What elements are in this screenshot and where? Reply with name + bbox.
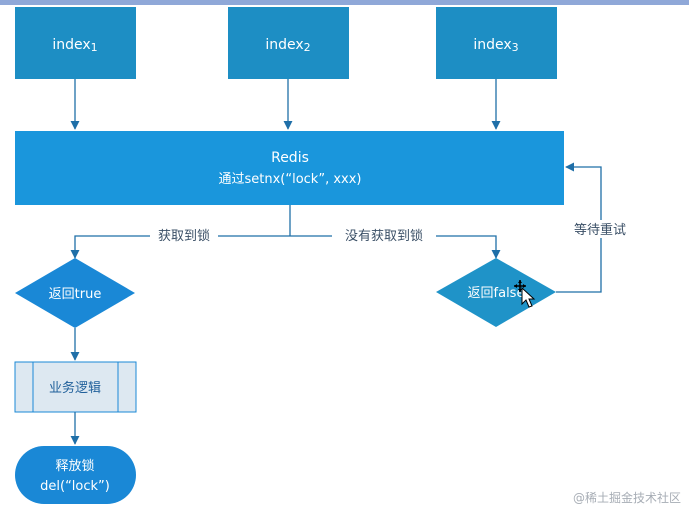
index3-label: index [473,37,511,53]
watermark-text: @稀土掘金技术社区 [573,490,681,505]
wait-retry-label: 等待重试 [574,222,626,238]
return-true-label: 返回true [49,287,102,302]
index2-label: index [265,37,303,53]
wait-retry-label-bg [565,220,635,238]
not-got-lock-label-bg [332,226,436,244]
got-lock-label-bg [150,226,218,244]
business-logic-label: 业务逻辑 [49,380,101,396]
svg-text:index2: index2 [265,37,310,54]
index2-node: index2 [228,7,349,79]
business-logic-node: 业务逻辑 [14,361,137,413]
arrow-got-lock [70,235,290,259]
redis-title: Redis [271,150,309,166]
top-window-strip [0,0,689,5]
svg-text:index3: index3 [473,37,518,54]
release-lock-label: 释放锁 [55,458,94,474]
index1-subscript: 1 [91,41,98,54]
index2-subscript: 2 [304,41,311,54]
return-false-decision: 返回false [436,258,556,327]
redis-command: 通过setnx(“lock”, xxx) [218,172,361,187]
not-got-lock-label: 没有获取到锁 [345,228,423,244]
index1-label: index [52,37,90,53]
index3-subscript: 3 [512,41,519,54]
release-lock-node: 释放锁 del(“lock”) [15,446,136,504]
redis-node: Redis 通过setnx(“lock”, xxx) [15,131,564,205]
got-lock-label: 获取到锁 [158,228,210,244]
index3-node: index3 [436,7,557,79]
index1-node: index1 [15,7,136,79]
svg-text:index1: index1 [52,37,97,54]
release-lock-command: del(“lock”) [40,479,110,494]
move-cursor-icon [514,280,536,308]
return-true-decision: 返回true [15,258,135,328]
return-false-label: 返回false [468,286,525,301]
